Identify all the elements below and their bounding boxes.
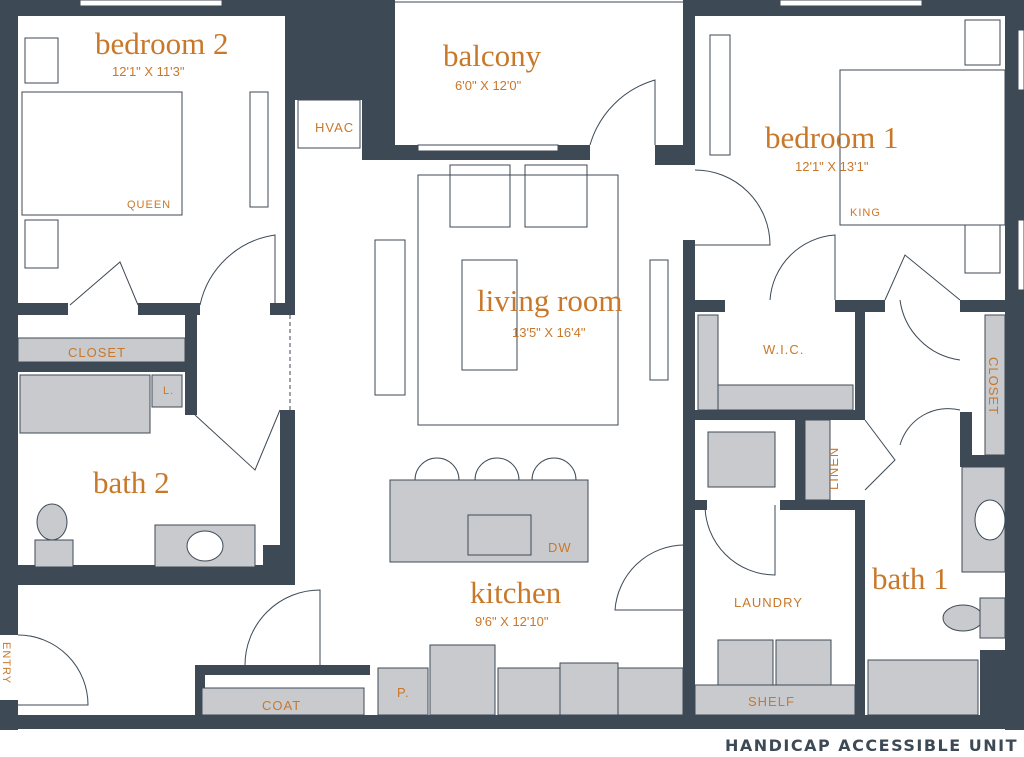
windows <box>79 0 1024 291</box>
label-queen-bed: QUEEN <box>127 199 172 211</box>
room-dims-bedroom-1: 12'1" X 13'1" <box>795 159 869 174</box>
furniture <box>17 19 1006 706</box>
label-closet-left: CLOSET <box>68 345 127 360</box>
room-dims-kitchen: 9'6" X 12'10" <box>475 614 549 629</box>
walls <box>0 0 1024 730</box>
unit-type-label: HANDICAP ACCESSIBLE UNIT <box>724 736 1018 755</box>
label-entry: ENTRY <box>0 642 12 685</box>
label-linen-small: L. <box>163 385 175 397</box>
fixtures <box>17 314 1006 716</box>
label-walk-in-closet: W.I.C. <box>763 342 805 357</box>
room-dims-balcony: 6'0" X 12'0" <box>455 78 522 93</box>
label-shelf: SHELF <box>748 694 795 709</box>
room-dims-bedroom-2: 12'1" X 11'3" <box>112 64 185 79</box>
hvac-closet <box>297 99 361 149</box>
room-name-bath-1: bath 1 <box>872 561 949 596</box>
room-name-bedroom-2: bedroom 2 <box>95 26 229 61</box>
label-coat-closet: COAT <box>262 698 302 713</box>
room-name-kitchen: kitchen <box>470 575 562 610</box>
label-king-bed: KING <box>850 207 881 219</box>
room-name-living-room: living room <box>477 283 623 318</box>
label-closet-right: CLOSET <box>986 357 1001 416</box>
label-hvac: HVAC <box>315 120 355 135</box>
room-name-bedroom-1: bedroom 1 <box>765 120 899 155</box>
label-laundry: LAUNDRY <box>734 595 803 610</box>
label-dishwasher: DW <box>548 540 572 555</box>
room-name-bath-2: bath 2 <box>93 465 170 500</box>
room-name-balcony: balcony <box>443 38 542 73</box>
room-dims-living-room: 13'5" X 16'4" <box>512 325 586 340</box>
label-linen: LINEN <box>826 446 841 490</box>
label-pantry: P. <box>397 685 410 700</box>
